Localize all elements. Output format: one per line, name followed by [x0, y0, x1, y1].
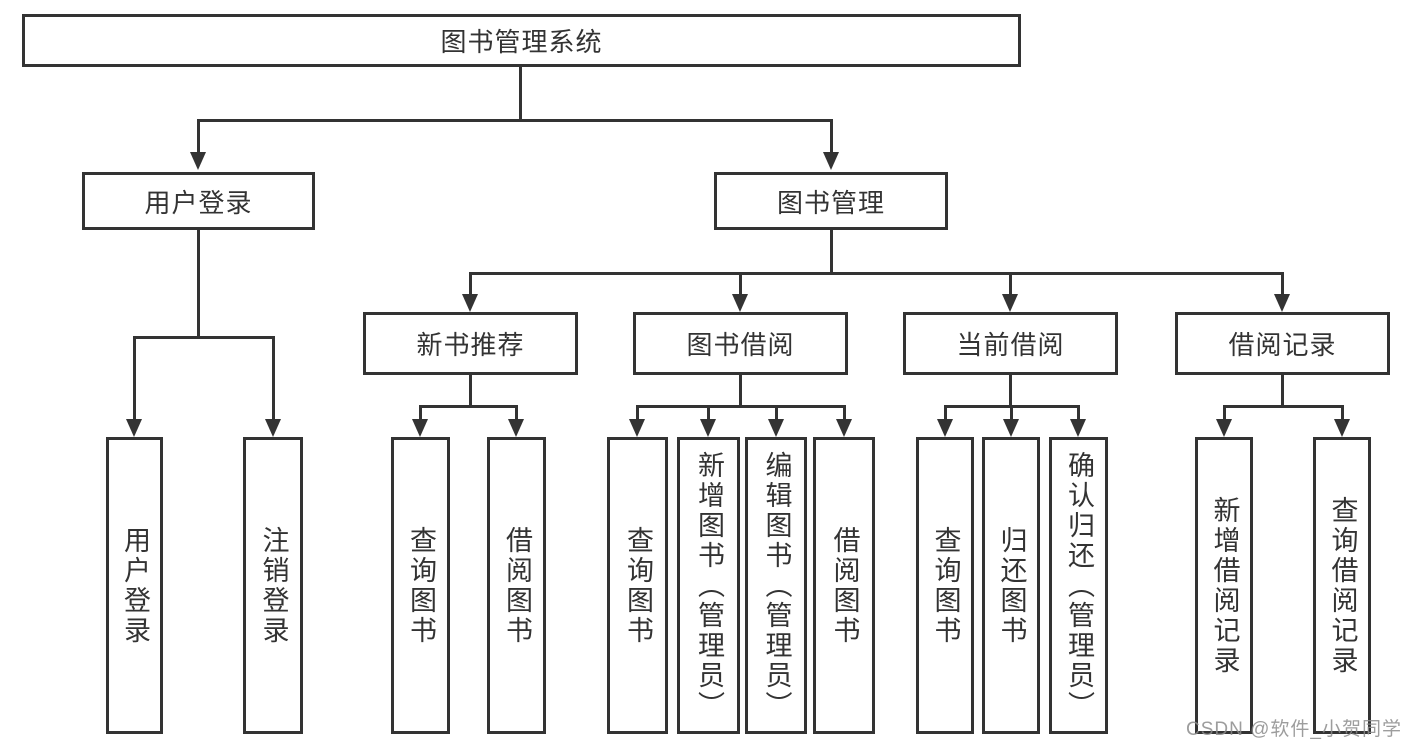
connector-hline — [133, 336, 275, 339]
connector-hline — [197, 119, 833, 122]
arrow-shaft — [944, 405, 947, 421]
connector-vline — [1281, 375, 1284, 407]
arrowhead-down-icon — [629, 419, 645, 437]
leaf-label: 归还图书 — [996, 525, 1027, 646]
node-book-management: 图书管理 — [714, 172, 948, 230]
leaf-logout: 注销登录 — [243, 437, 303, 734]
connector-hline — [469, 272, 1284, 275]
arrow-shaft — [830, 119, 833, 154]
leaf-label: 借阅图书 — [502, 525, 532, 646]
node-borrowing-records: 借阅记录 — [1175, 312, 1390, 375]
arrow-shaft — [419, 405, 422, 421]
arrowhead-down-icon — [190, 152, 206, 170]
arrow-shaft — [1009, 272, 1012, 296]
arrowhead-down-icon — [768, 419, 784, 437]
leaf-query-borrow-record: 查询借阅记录 — [1313, 437, 1371, 734]
arrow-shaft — [775, 405, 778, 421]
arrow-shaft — [1010, 405, 1013, 421]
leaf-user-login: 用户登录 — [106, 437, 163, 734]
arrowhead-down-icon — [462, 294, 478, 312]
leaf-borrow-books-borrowing: 借阅图书 — [813, 437, 875, 734]
node-book-borrowing: 图书借阅 — [633, 312, 848, 375]
arrowhead-down-icon — [700, 419, 716, 437]
connector-hline — [419, 405, 518, 408]
leaf-label: 查询图书 — [623, 525, 653, 646]
arrowhead-down-icon — [732, 294, 748, 312]
arrowhead-down-icon — [1274, 294, 1290, 312]
node-new-book-recommendation: 新书推荐 — [363, 312, 578, 375]
arrow-shaft — [515, 405, 518, 421]
arrowhead-down-icon — [937, 419, 953, 437]
arrow-shaft — [739, 272, 742, 296]
arrow-shaft — [707, 405, 710, 421]
arrow-shaft — [1341, 405, 1344, 421]
arrow-shaft — [1077, 405, 1080, 421]
arrow-shaft — [133, 336, 136, 420]
arrow-shaft — [1281, 272, 1284, 296]
leaf-label: 查询图书 — [930, 525, 961, 646]
leaf-borrow-books-recommend: 借阅图书 — [487, 437, 546, 734]
node-current-borrowing: 当前借阅 — [903, 312, 1118, 375]
leaf-add-borrow-record: 新增借阅记录 — [1195, 437, 1253, 734]
arrowhead-down-icon — [1334, 419, 1350, 437]
arrow-shaft — [636, 405, 639, 421]
leaf-query-books-recommend: 查询图书 — [391, 437, 450, 734]
arrowhead-down-icon — [412, 419, 428, 437]
leaf-label: 查询借阅记录 — [1327, 495, 1358, 676]
node-user-login: 用户登录 — [82, 172, 315, 230]
leaf-label: 确认归还（管理员） — [1064, 450, 1094, 721]
leaf-label: 借阅图书 — [829, 525, 860, 646]
arrowhead-down-icon — [1070, 419, 1086, 437]
leaf-add-books-admin: 新增图书（管理员） — [677, 437, 740, 734]
csdn-watermark: CSDN @软件_小贺同学 — [1186, 719, 1402, 740]
leaf-return-books: 归还图书 — [982, 437, 1040, 734]
leaf-label: 注销登录 — [258, 525, 289, 646]
arrowhead-down-icon — [836, 419, 852, 437]
arrowhead-down-icon — [1003, 419, 1019, 437]
connector-hline — [636, 405, 846, 408]
connector-hline — [1223, 405, 1343, 408]
leaf-label: 新增图书（管理员） — [694, 450, 724, 721]
connector-vline — [197, 230, 200, 337]
arrowhead-down-icon — [508, 419, 524, 437]
arrowhead-down-icon — [823, 152, 839, 170]
leaf-query-books-borrowing: 查询图书 — [607, 437, 668, 734]
leaf-label: 新增借阅记录 — [1209, 495, 1240, 676]
arrow-shaft — [469, 272, 472, 296]
arrow-shaft — [1223, 405, 1226, 421]
leaf-confirm-return-admin: 确认归还（管理员） — [1049, 437, 1108, 734]
leaf-edit-books-admin: 编辑图书（管理员） — [745, 437, 807, 734]
leaf-label: 查询图书 — [406, 525, 436, 646]
connector-vline — [830, 230, 833, 273]
connector-vline — [1009, 375, 1012, 407]
connector-vline — [739, 375, 742, 407]
leaf-label: 编辑图书（管理员） — [761, 450, 792, 721]
arrowhead-down-icon — [265, 419, 281, 437]
leaf-query-books-current: 查询图书 — [916, 437, 974, 734]
arrow-shaft — [272, 336, 275, 420]
arrowhead-down-icon — [1002, 294, 1018, 312]
connector-vline — [469, 375, 472, 407]
arrow-shaft — [843, 405, 846, 421]
arrowhead-down-icon — [1216, 419, 1232, 437]
connector-vline — [519, 66, 522, 119]
leaf-label: 用户登录 — [120, 525, 150, 646]
arrowhead-down-icon — [126, 419, 142, 437]
arrow-shaft — [197, 119, 200, 154]
node-library-system: 图书管理系统 — [22, 14, 1021, 67]
